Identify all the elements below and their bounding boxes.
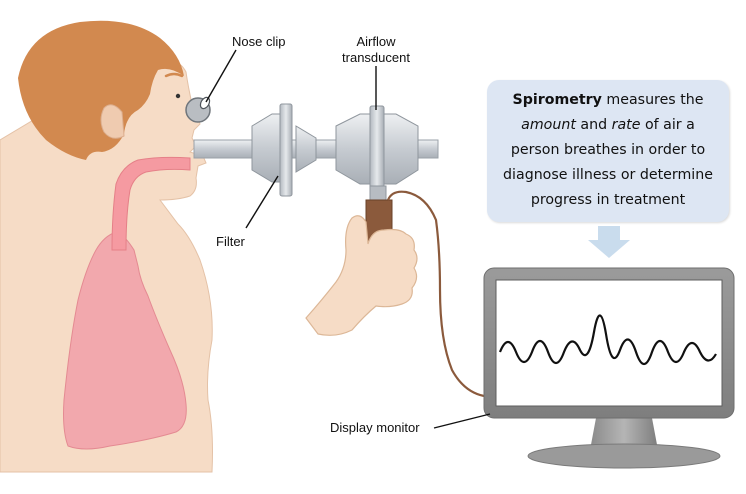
callout-arrow (588, 226, 630, 258)
airflow-label-line2: transducent (342, 50, 410, 65)
callout-line-2: amount and rate of air a (496, 113, 720, 138)
hair (18, 20, 184, 161)
monitor-base (527, 443, 721, 469)
callout-term: Spirometry (512, 92, 602, 108)
callout-amount: amount (521, 117, 576, 133)
filter-leader (245, 175, 279, 229)
monitor-leader (433, 413, 491, 429)
callout-text-2: and (575, 117, 612, 133)
spirometry-waveform (498, 314, 717, 366)
airflow-transducent-label: Airflow transducent (334, 34, 418, 66)
monitor-screen (495, 279, 723, 407)
callout-text: Spirometry measures the amount and rate … (496, 88, 720, 213)
transducer-part (335, 105, 419, 193)
nose-clip-illustration (185, 96, 211, 123)
callout-line-4: diagnose illness or determine (503, 167, 713, 183)
eye (175, 93, 181, 99)
display-monitor-label: Display monitor (330, 420, 420, 435)
callout-text-1: measures the (601, 92, 704, 108)
hand (305, 215, 418, 336)
spirometer-device (193, 103, 485, 398)
callout-line-1: Spirometry measures the (496, 88, 720, 113)
callout-text-3: of air a (640, 117, 695, 133)
display-monitor (483, 267, 735, 469)
monitor-stand (590, 418, 658, 450)
filter-label: Filter (216, 234, 245, 249)
callout-line-3: person breathes in order to (510, 142, 706, 158)
callout-rate: rate (611, 117, 641, 133)
filter-part (251, 103, 317, 197)
nose-clip-label: Nose clip (232, 34, 286, 49)
callout-box (487, 80, 729, 222)
airway (111, 156, 191, 251)
callout-line-5: progress in treatment (530, 192, 686, 208)
airflow-label-line1: Airflow (356, 34, 396, 49)
cable (386, 190, 485, 398)
person-illustration (0, 20, 213, 473)
eyebrow (164, 72, 184, 78)
leader-lines (205, 49, 491, 429)
ear (100, 104, 125, 139)
lung (63, 231, 187, 450)
nose-clip-leader (205, 49, 237, 103)
handle-neck (369, 185, 387, 201)
